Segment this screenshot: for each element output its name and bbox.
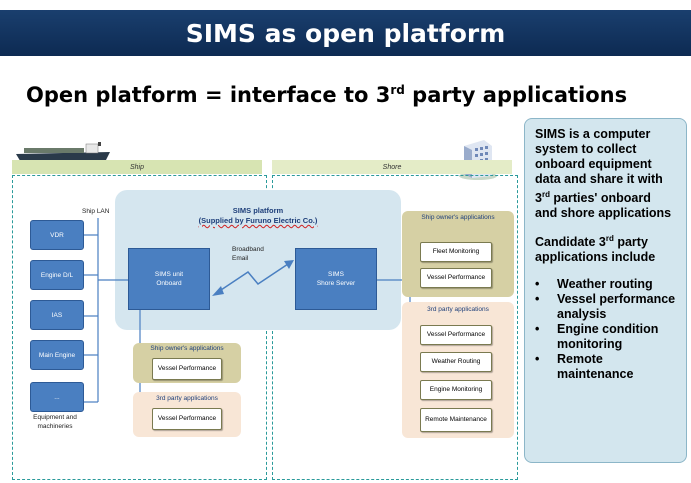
panel-paragraph-1: SIMS is a computer system to collect onb… <box>535 127 672 221</box>
shore-owner-vessel-performance: Vessel Performance <box>420 268 492 288</box>
equipment-main-engine: Main Engine <box>30 340 84 370</box>
bullet-item: Vessel performance analysis <box>535 292 676 322</box>
panel-paragraph-2: Candidate 3rd party applications include <box>535 234 656 265</box>
equipment-caption: Equipment and machineries <box>33 414 77 430</box>
equipment-ias: IAS <box>30 300 84 330</box>
equipment-other: ... <box>30 382 84 412</box>
platform-title: SIMS platform (Supplied by Furuno Electr… <box>198 206 318 225</box>
ship-lan-label: Ship LAN <box>82 208 110 215</box>
shore-lane-header: Shore <box>272 160 512 174</box>
shore-third-party-vessel-performance: Vessel Performance <box>420 325 492 345</box>
ship-third-party-vessel-performance: Vessel Performance <box>152 408 222 430</box>
shore-fleet-monitoring: Fleet Monitoring <box>420 242 492 262</box>
slide-subtitle: Open platform = interface to 3rd party a… <box>26 83 628 107</box>
shore-weather-routing: Weather Routing <box>420 352 492 372</box>
equipment-engine-dl: Engine D/L <box>30 260 84 290</box>
bullet-item: Weather routing <box>535 277 676 292</box>
ship-owner-vessel-performance: Vessel Performance <box>152 358 222 380</box>
slide-title: SIMS as open platform <box>0 10 691 56</box>
ship-third-party-apps-title: 3rd party applications <box>156 395 218 402</box>
shore-remote-maintenance: Remote Maintenance <box>420 408 492 432</box>
bullet-item: Engine condition monitoring <box>535 322 676 352</box>
ship-owner-apps-title: Ship owner's applications <box>150 345 224 352</box>
shore-engine-monitoring: Engine Monitoring <box>420 380 492 400</box>
panel-bullet-list: Weather routing Vessel performance analy… <box>535 277 676 382</box>
description-panel: SIMS is a computer system to collect onb… <box>524 118 687 463</box>
equipment-vdr: VDR <box>30 220 84 250</box>
shore-owner-apps-title: Ship owner's applications <box>421 214 495 221</box>
bullet-item: Remote maintenance <box>535 352 676 382</box>
shore-third-party-apps-title: 3rd party applications <box>427 306 489 313</box>
ship-lane-header: Ship <box>12 160 262 174</box>
